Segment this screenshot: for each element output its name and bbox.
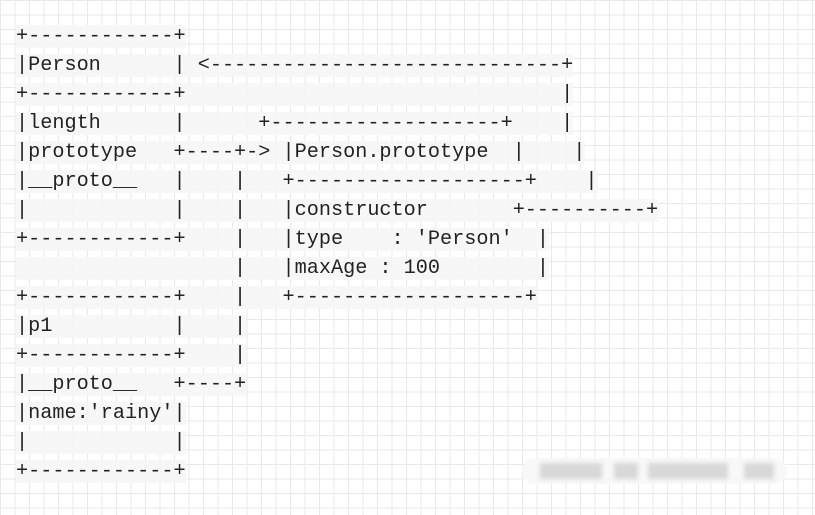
diagram-line: |length | +-------------------+ | <box>16 112 574 135</box>
diagram-line: |Person | <-----------------------------… <box>16 54 574 77</box>
blurred-block <box>614 463 638 479</box>
diagram-line: +------------+ | <box>16 83 574 106</box>
blurred-block <box>648 463 728 479</box>
diagram-line: | | <box>16 431 186 454</box>
diagram-line: | | | |constructor +----------+ <box>16 199 659 222</box>
ascii-prototype-diagram: +------------+ |Person | <---------------… <box>16 22 659 486</box>
blurred-watermark <box>522 458 787 484</box>
diagram-line: |__proto__ | | +-------------------+ | <box>16 170 598 193</box>
diagram-line: |name:'rainy'| <box>16 402 186 425</box>
blurred-block <box>744 463 774 479</box>
diagram-line: |prototype +----+-> |Person.prototype | … <box>16 141 586 164</box>
diagram-line: +------------+ <box>16 25 186 48</box>
diagram-line: +------------+ | |type : 'Person' | <box>16 228 550 251</box>
diagram-line: |__proto__ +----+ <box>16 373 247 396</box>
blurred-block <box>540 463 602 479</box>
diagram-line: | |maxAge : 100 | <box>16 257 550 280</box>
diagram-line: +------------+ <box>16 460 186 483</box>
diagram-line: +------------+ | +-------------------+ <box>16 286 537 309</box>
diagram-line: |p1 | | <box>16 315 247 338</box>
diagram-line: +------------+ | <box>16 344 247 367</box>
